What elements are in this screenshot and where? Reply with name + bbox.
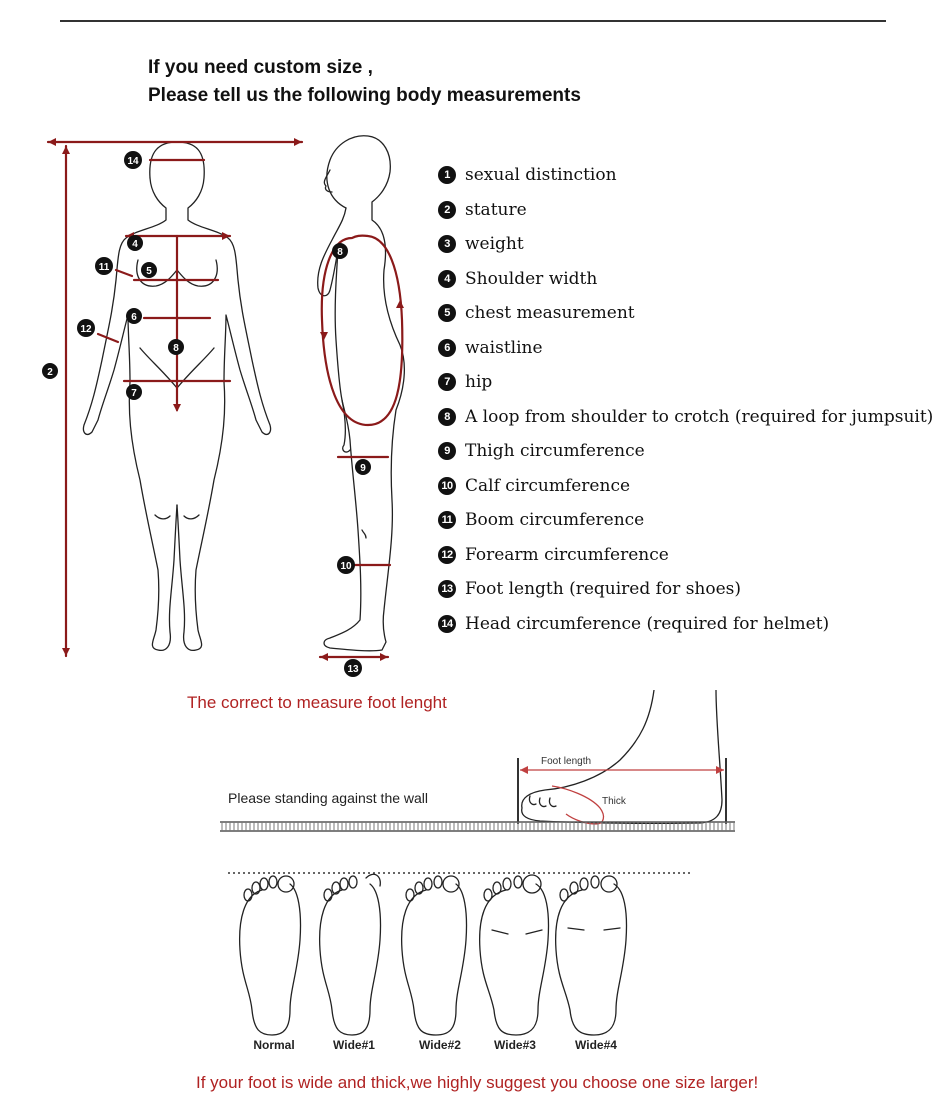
svg-text:2: 2 [47, 367, 53, 378]
svg-text:10: 10 [340, 561, 352, 572]
list-item-label: Thigh circumference [465, 441, 645, 462]
svg-text:9: 9 [360, 463, 366, 474]
foot-width-labels: Normal Wide#1 Wide#2 Wide#3 Wide#4 [0, 1038, 950, 1058]
marker-12: 12 [77, 319, 95, 337]
foot-wide-1 [318, 873, 382, 1036]
shoulder-crotch-loop [320, 234, 404, 427]
list-item: 12 Forearm circumference [438, 538, 948, 573]
list-item-label: A loop from shoulder to crotch (required… [465, 406, 934, 427]
marker-10: 10 [337, 556, 355, 574]
foot-measure-diagram: Foot length Thick [220, 690, 735, 1036]
page-heading: If you need custom size , Please tell us… [148, 54, 581, 110]
number-badge: 11 [438, 511, 456, 530]
thick-label: Thick [602, 796, 627, 807]
list-item-label: Shoulder width [465, 268, 598, 289]
marker-8: 8 [168, 339, 184, 355]
measurement-list: 1 sexual distinction 2 stature 3 weight 4 Sh… [438, 158, 948, 641]
list-item: 6 waistline [438, 331, 948, 366]
list-item-label: Calf circumference [465, 475, 631, 496]
list-item: 7 hip [438, 365, 948, 400]
foot-wide-4 [554, 875, 628, 1036]
list-item: 1 sexual distinction [438, 158, 948, 193]
list-item-label: sexual distinction [465, 165, 617, 186]
svg-text:13: 13 [347, 664, 359, 675]
list-item-label: Boom circumference [465, 510, 645, 531]
number-badge: 2 [438, 200, 456, 219]
svg-text:11: 11 [99, 262, 110, 273]
width-label-wide-3: Wide#3 [494, 1038, 536, 1052]
number-badge: 9 [438, 442, 456, 461]
size-advice-note: If your foot is wide and thick,we highly… [196, 1073, 759, 1092]
number-badge: 10 [438, 476, 456, 495]
number-badge: 3 [438, 235, 456, 254]
svg-text:8: 8 [337, 247, 343, 258]
number-badge: 7 [438, 373, 456, 392]
forearm-line [96, 332, 120, 344]
list-item-label: waistline [465, 337, 543, 358]
svg-text:4: 4 [132, 239, 138, 250]
list-item: 9 Thigh circumference [438, 434, 948, 469]
number-badge: 5 [438, 304, 456, 323]
width-label-wide-2: Wide#2 [419, 1038, 461, 1052]
list-item-label: chest measurement [465, 303, 635, 324]
list-item-label: hip [465, 372, 493, 393]
list-item: 3 weight [438, 227, 948, 262]
number-badge: 1 [438, 166, 456, 185]
list-item: 5 chest measurement [438, 296, 948, 331]
marker-2: 2 [42, 363, 58, 379]
marker-14: 14 [124, 151, 142, 169]
list-item: 11 Boom circumference [438, 503, 948, 538]
marker-7: 7 [126, 384, 142, 400]
number-badge: 14 [438, 614, 456, 633]
svg-text:12: 12 [80, 324, 92, 335]
marker-11: 11 [95, 257, 113, 275]
list-item: 13 Foot length (required for shoes) [438, 572, 948, 607]
width-label-wide-4: Wide#4 [575, 1038, 617, 1052]
list-item: 10 Calf circumference [438, 469, 948, 504]
list-item-label: Foot length (required for shoes) [465, 579, 742, 600]
number-badge: 8 [438, 407, 456, 426]
svg-text:6: 6 [131, 312, 137, 323]
svg-text:8: 8 [173, 343, 179, 354]
svg-text:5: 5 [146, 266, 152, 277]
top-divider [60, 20, 886, 22]
number-badge: 13 [438, 580, 456, 599]
svg-text:14: 14 [127, 156, 139, 167]
list-item: 14 Head circumference (required for helme… [438, 607, 948, 642]
width-label-wide-1: Wide#1 [333, 1038, 375, 1052]
list-item-label: Head circumference (required for helmet) [465, 613, 830, 634]
svg-text:7: 7 [131, 388, 137, 399]
heading-line-1: If you need custom size , [148, 57, 373, 78]
thick-loop [551, 785, 605, 825]
marker-8-side: 8 [332, 243, 348, 259]
floor-ruler [220, 821, 735, 832]
marker-6: 6 [126, 308, 142, 324]
heading-line-2: Please tell us the following body measur… [148, 85, 581, 106]
width-label-normal: Normal [253, 1038, 295, 1052]
side-body-outline [317, 135, 405, 652]
foot-normal [238, 875, 302, 1036]
foot-wide-2 [400, 875, 468, 1036]
foot-wide-3 [478, 874, 550, 1036]
list-item: 8 A loop from shoulder to crotch (require… [438, 400, 948, 435]
list-item-label: stature [465, 199, 527, 220]
marker-4: 4 [127, 235, 143, 251]
body-figures-diagram: 14 4 11 5 6 12 8 2 7 8 9 10 13 [42, 135, 405, 677]
number-badge: 12 [438, 545, 456, 564]
list-item-label: weight [465, 234, 524, 255]
marker-13: 13 [344, 659, 362, 677]
foot-section-title: The correct to measure foot lenght [187, 693, 447, 712]
wall-instruction: Please standing against the wall [228, 790, 429, 806]
marker-9: 9 [355, 459, 371, 475]
upper-arm-line [114, 268, 134, 278]
marker-5: 5 [141, 262, 157, 278]
number-badge: 4 [438, 269, 456, 288]
list-item-label: Forearm circumference [465, 544, 669, 565]
side-foot-outline [521, 690, 723, 825]
number-badge: 6 [438, 338, 456, 357]
list-item: 2 stature [438, 193, 948, 228]
foot-length-label: Foot length [541, 756, 591, 767]
list-item: 4 Shoulder width [438, 262, 948, 297]
